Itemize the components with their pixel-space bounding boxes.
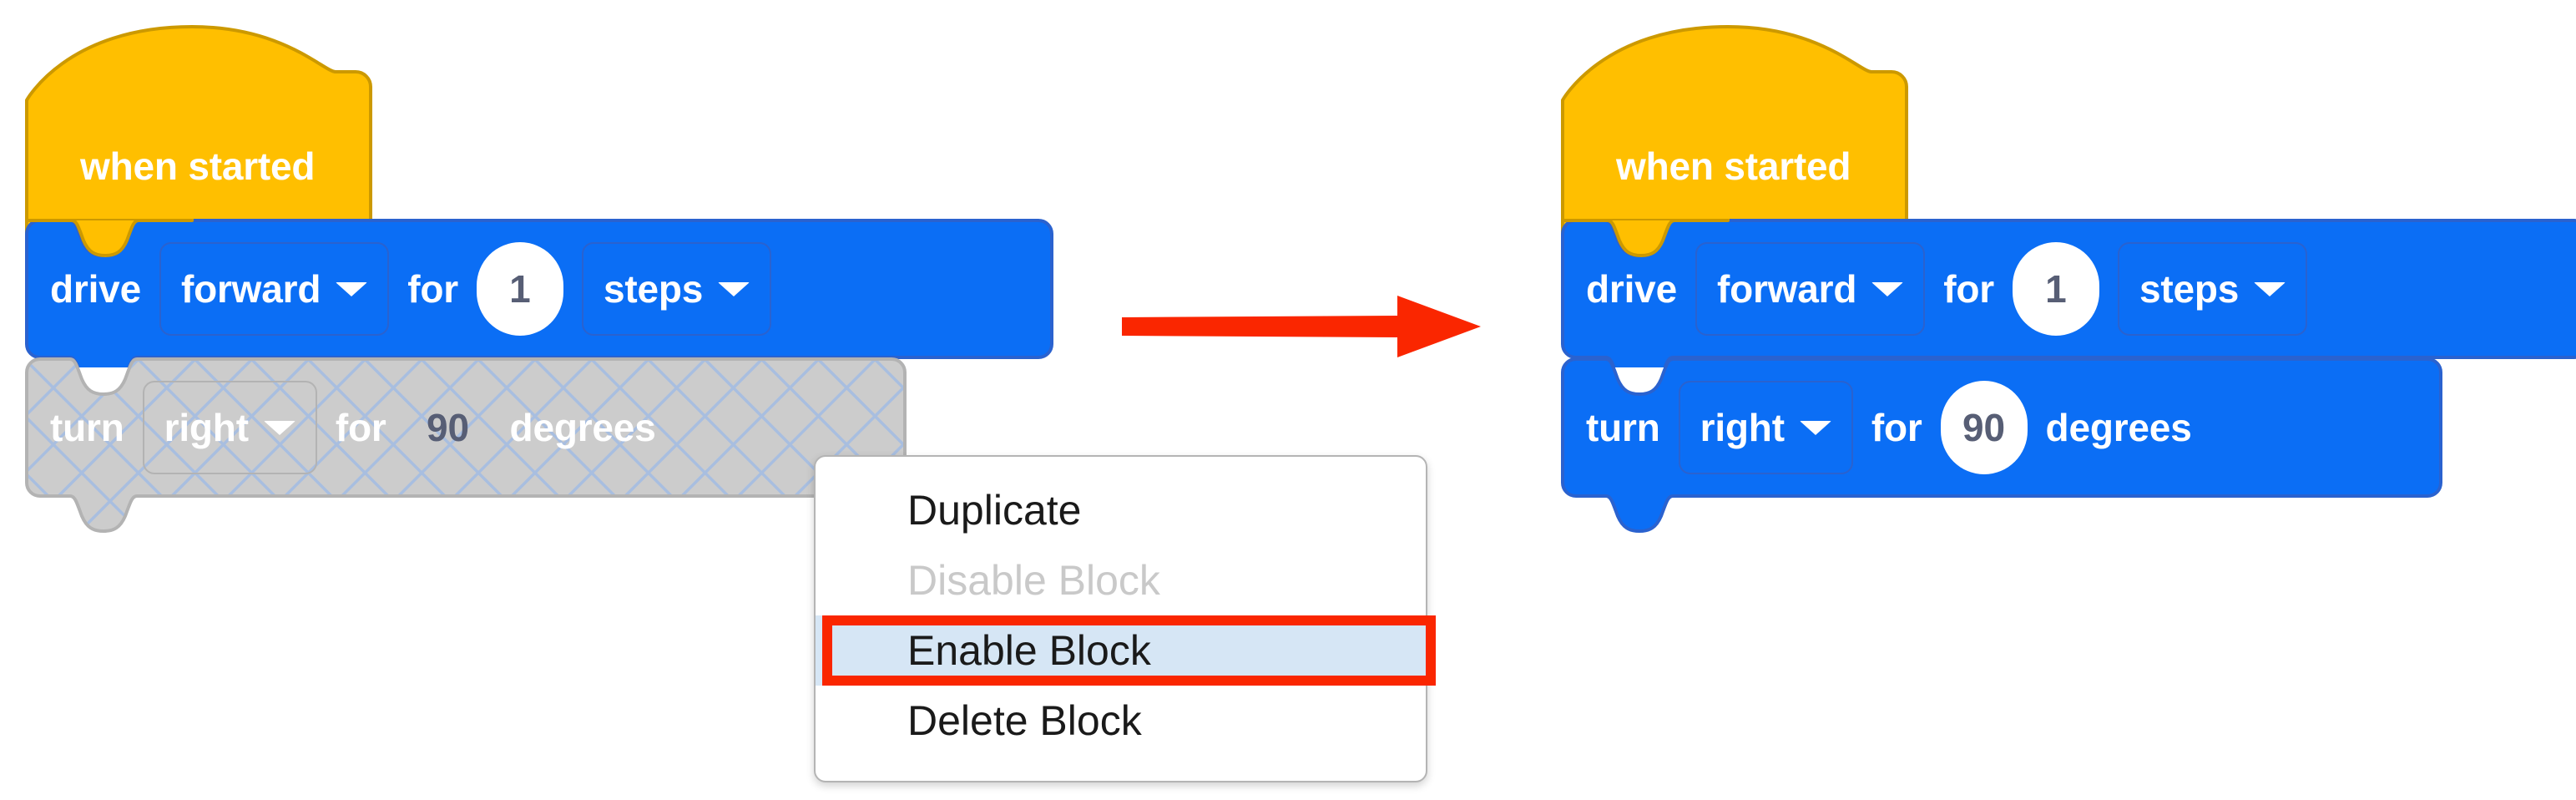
turn-for-label: for bbox=[335, 406, 386, 449]
turn-block-enabled[interactable]: turn right for 90 degrees bbox=[1561, 357, 2442, 549]
menu-item-delete-block[interactable]: Delete Block bbox=[907, 697, 1142, 744]
drive-block-row-after: drive forward for 1 steps bbox=[1561, 220, 2308, 357]
drive-direction-value: forward bbox=[180, 267, 321, 311]
chevron-down-icon bbox=[263, 420, 295, 435]
turn-block-row-after: turn right for 90 degrees bbox=[1561, 359, 2192, 496]
drive-prefix-label: drive bbox=[50, 267, 141, 311]
when-started-hat-block-after[interactable]: when started bbox=[1561, 20, 1908, 246]
hat-block-shape-after bbox=[1561, 25, 1908, 246]
block-context-menu[interactable]: Duplicate Disable Block Enable Block Del… bbox=[814, 455, 1427, 782]
drive-direction-value-after: forward bbox=[1716, 267, 1857, 311]
menu-item-disable-block: Disable Block bbox=[907, 557, 1160, 604]
drive-block-row: drive forward for 1 steps bbox=[25, 220, 772, 357]
drive-prefix-label-after: drive bbox=[1586, 267, 1677, 311]
turn-direction-value: right bbox=[164, 406, 249, 449]
hat-block-bottom-notch-after bbox=[1561, 219, 1730, 257]
turn-block-disabled[interactable]: turn right for 90 degrees bbox=[25, 357, 907, 549]
turn-amount-value-after: 90 bbox=[1962, 406, 2006, 449]
drive-direction-dropdown[interactable]: forward bbox=[159, 242, 390, 336]
drive-amount-input-after[interactable]: 1 bbox=[2012, 242, 2099, 336]
drive-units-value: steps bbox=[603, 267, 704, 311]
turn-units-label-after: degrees bbox=[2045, 406, 2192, 449]
drive-units-dropdown[interactable]: steps bbox=[581, 242, 772, 336]
right-arrow-icon bbox=[1122, 296, 1481, 357]
drive-block[interactable]: drive forward for 1 steps bbox=[25, 219, 1053, 367]
turn-units-label: degrees bbox=[509, 406, 656, 449]
drive-amount-input[interactable]: 1 bbox=[476, 242, 563, 336]
chevron-down-icon bbox=[1799, 420, 1831, 435]
turn-amount-input[interactable]: 90 bbox=[405, 381, 492, 474]
hat-block-shape bbox=[25, 25, 372, 246]
hat-block-bottom-notch bbox=[25, 219, 194, 257]
drive-block-after[interactable]: drive forward for 1 steps bbox=[1561, 219, 2576, 367]
menu-item-duplicate[interactable]: Duplicate bbox=[907, 487, 1082, 534]
drive-units-dropdown-after[interactable]: steps bbox=[2117, 242, 2308, 336]
drive-direction-dropdown-after[interactable]: forward bbox=[1695, 242, 1926, 336]
drive-units-value-after: steps bbox=[2139, 267, 2240, 311]
chevron-down-icon bbox=[1871, 281, 1904, 296]
menu-item-enable-block[interactable]: Enable Block bbox=[816, 615, 1426, 686]
drive-for-label: for bbox=[407, 267, 458, 311]
turn-amount-input-after[interactable]: 90 bbox=[1940, 381, 2028, 474]
drive-for-label-after: for bbox=[1943, 267, 1994, 311]
turn-for-label-after: for bbox=[1871, 406, 1922, 449]
chevron-down-icon bbox=[2254, 281, 2286, 296]
turn-prefix-label: turn bbox=[50, 406, 124, 449]
chevron-down-icon bbox=[718, 281, 750, 296]
drive-amount-value-after: 1 bbox=[2045, 267, 2067, 311]
turn-direction-value-after: right bbox=[1700, 406, 1785, 449]
turn-direction-dropdown[interactable]: right bbox=[142, 381, 317, 474]
turn-block-row-disabled: turn right for 90 degrees bbox=[25, 359, 656, 496]
turn-prefix-label-after: turn bbox=[1586, 406, 1660, 449]
drive-amount-value: 1 bbox=[509, 267, 531, 311]
hat-block-label-after: when started bbox=[1616, 144, 1851, 188]
when-started-hat-block[interactable]: when started bbox=[25, 20, 372, 246]
hat-block-label: when started bbox=[80, 144, 316, 188]
chevron-down-icon bbox=[336, 281, 368, 296]
turn-direction-dropdown-after[interactable]: right bbox=[1678, 381, 1853, 474]
turn-amount-value: 90 bbox=[426, 406, 470, 449]
